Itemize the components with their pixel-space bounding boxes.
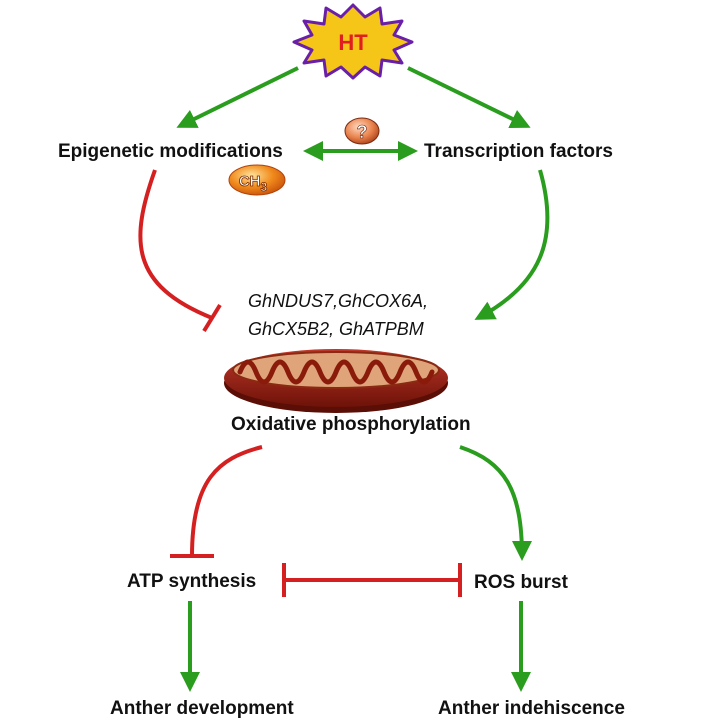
arrow-transcription-to-genes <box>474 169 550 320</box>
methyl-label: CH3 <box>239 173 268 194</box>
genes-line-2: GhCX5B2, GhATPBM <box>248 319 424 339</box>
mitochondrion-icon <box>224 349 448 413</box>
ht-label: HT <box>338 30 368 55</box>
genes-line-1: GhNDUS7,GhCOX6A, <box>248 291 428 311</box>
methyl-group-icon <box>228 164 286 196</box>
ros-burst-label: ROS burst <box>474 572 569 593</box>
atp-synthesis-label: ATP synthesis <box>127 571 256 592</box>
inhibition-bar-genes <box>202 303 222 333</box>
heat-stress-node: HT <box>292 3 414 80</box>
methylation-node: CH3 <box>228 164 286 196</box>
oxidative-phosphorylation-label: Oxidative phosphorylation <box>231 414 471 435</box>
question-mark-label: ? <box>357 122 368 142</box>
inhibition-epigenetic-to-genes <box>138 169 213 320</box>
anther-development-label: Anther development <box>110 698 294 719</box>
transcription-factors-label: Transcription factors <box>424 141 613 162</box>
arrow-oxphos-to-ros <box>459 445 532 561</box>
unknown-link-node: ? <box>344 117 380 145</box>
arrow-ht-to-epigenetic <box>176 66 299 128</box>
anther-indehiscence-label: Anther indehiscence <box>438 698 625 719</box>
starburst-icon <box>292 3 414 80</box>
methyl-label-subscript: 3 <box>260 180 267 194</box>
epigenetic-modifications-label: Epigenetic modifications <box>58 141 283 162</box>
arrow-ht-to-transcription <box>407 66 531 128</box>
methyl-label-text: CH <box>239 173 261 190</box>
inhibition-oxphos-to-atp <box>190 445 263 557</box>
